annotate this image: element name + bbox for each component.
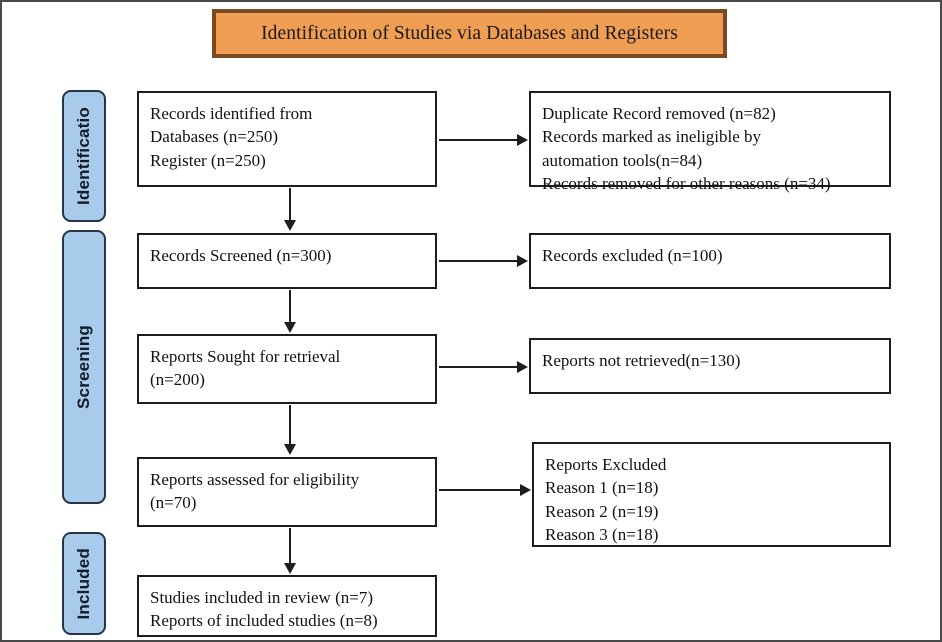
box-records-identified: Records identified from Databases (n=250… — [137, 91, 437, 187]
arrowhead-assessed-to-included — [284, 563, 296, 574]
arrowhead-sought-to-assessed — [284, 444, 296, 455]
box-line: Records excluded (n=100) — [542, 246, 723, 265]
stage-label-screening-text: Screening — [74, 325, 93, 409]
connector-sought-to-assessed — [289, 405, 291, 447]
page-title: Identification of Studies via Databases … — [261, 22, 678, 44]
box-line: Reports Sought for retrieval — [150, 347, 341, 366]
diagram-title-banner: Identification of Studies via Databases … — [212, 9, 727, 58]
arrowhead-screened-to-excluded — [517, 255, 528, 267]
box-line: Records Screened (n=300) — [150, 246, 332, 265]
stage-label-screening: Screening — [62, 230, 106, 504]
box-reports-assessed: Reports assessed for eligibility (n=70) — [137, 457, 437, 527]
box-line: Reports of included studies (n=8) — [150, 611, 378, 631]
stage-label-identification: Identificatio — [62, 90, 106, 222]
box-line: (n=70) — [150, 493, 197, 513]
arrowhead-identified-to-screened — [284, 220, 296, 231]
box-reports-not-retrieved: Reports not retrieved(n=130) — [529, 338, 891, 394]
box-line: Records identified from — [150, 104, 313, 123]
arrowhead-screened-to-sought — [284, 322, 296, 333]
box-records-screened: Records Screened (n=300) — [137, 233, 437, 289]
connector-screened-to-sought — [289, 290, 291, 324]
box-line: automation tools(n=84) — [542, 150, 703, 170]
box-line: Reason 3 (n=18) — [545, 525, 659, 545]
box-line: Records marked as ineligible by — [542, 127, 762, 147]
box-reports-excluded: Reports Excluded Reason 1 (n=18) Reason … — [532, 442, 891, 547]
box-records-excluded: Records excluded (n=100) — [529, 233, 891, 289]
box-line: Reason 1 (n=18) — [545, 478, 659, 498]
box-records-removed: Duplicate Record removed (n=82) Records … — [529, 91, 891, 193]
box-line: Reports assessed for eligibility — [150, 470, 360, 489]
box-line: Reports not retrieved(n=130) — [542, 351, 741, 370]
arrowhead-sought-to-not-retrieved — [517, 361, 528, 373]
stage-label-identification-text: Identificatio — [74, 107, 93, 205]
box-line: Databases (n=250) — [150, 127, 279, 147]
box-line: Reason 2 (n=19) — [545, 501, 659, 521]
box-line: Reports Excluded — [545, 455, 667, 474]
box-line: Duplicate Record removed (n=82) — [542, 104, 776, 123]
connector-assessed-to-excluded — [439, 489, 521, 491]
box-reports-sought: Reports Sought for retrieval (n=200) — [137, 334, 437, 404]
connector-identified-to-removed — [439, 139, 518, 141]
connector-screened-to-excluded — [439, 260, 518, 262]
stage-label-included: Included — [62, 532, 106, 635]
box-line: Register (n=250) — [150, 150, 266, 170]
arrowhead-identified-to-removed — [517, 134, 528, 146]
box-studies-included: Studies included in review (n=7) Reports… — [137, 575, 437, 637]
connector-sought-to-not-retrieved — [439, 366, 518, 368]
connector-identified-to-screened — [289, 188, 291, 222]
box-line: Records removed for other reasons (n=34) — [542, 174, 831, 194]
box-line: (n=200) — [150, 370, 205, 390]
arrowhead-assessed-to-excluded — [520, 484, 531, 496]
stage-label-included-text: Included — [74, 547, 93, 620]
box-line: Studies included in review (n=7) — [150, 588, 373, 607]
connector-assessed-to-included — [289, 528, 291, 566]
